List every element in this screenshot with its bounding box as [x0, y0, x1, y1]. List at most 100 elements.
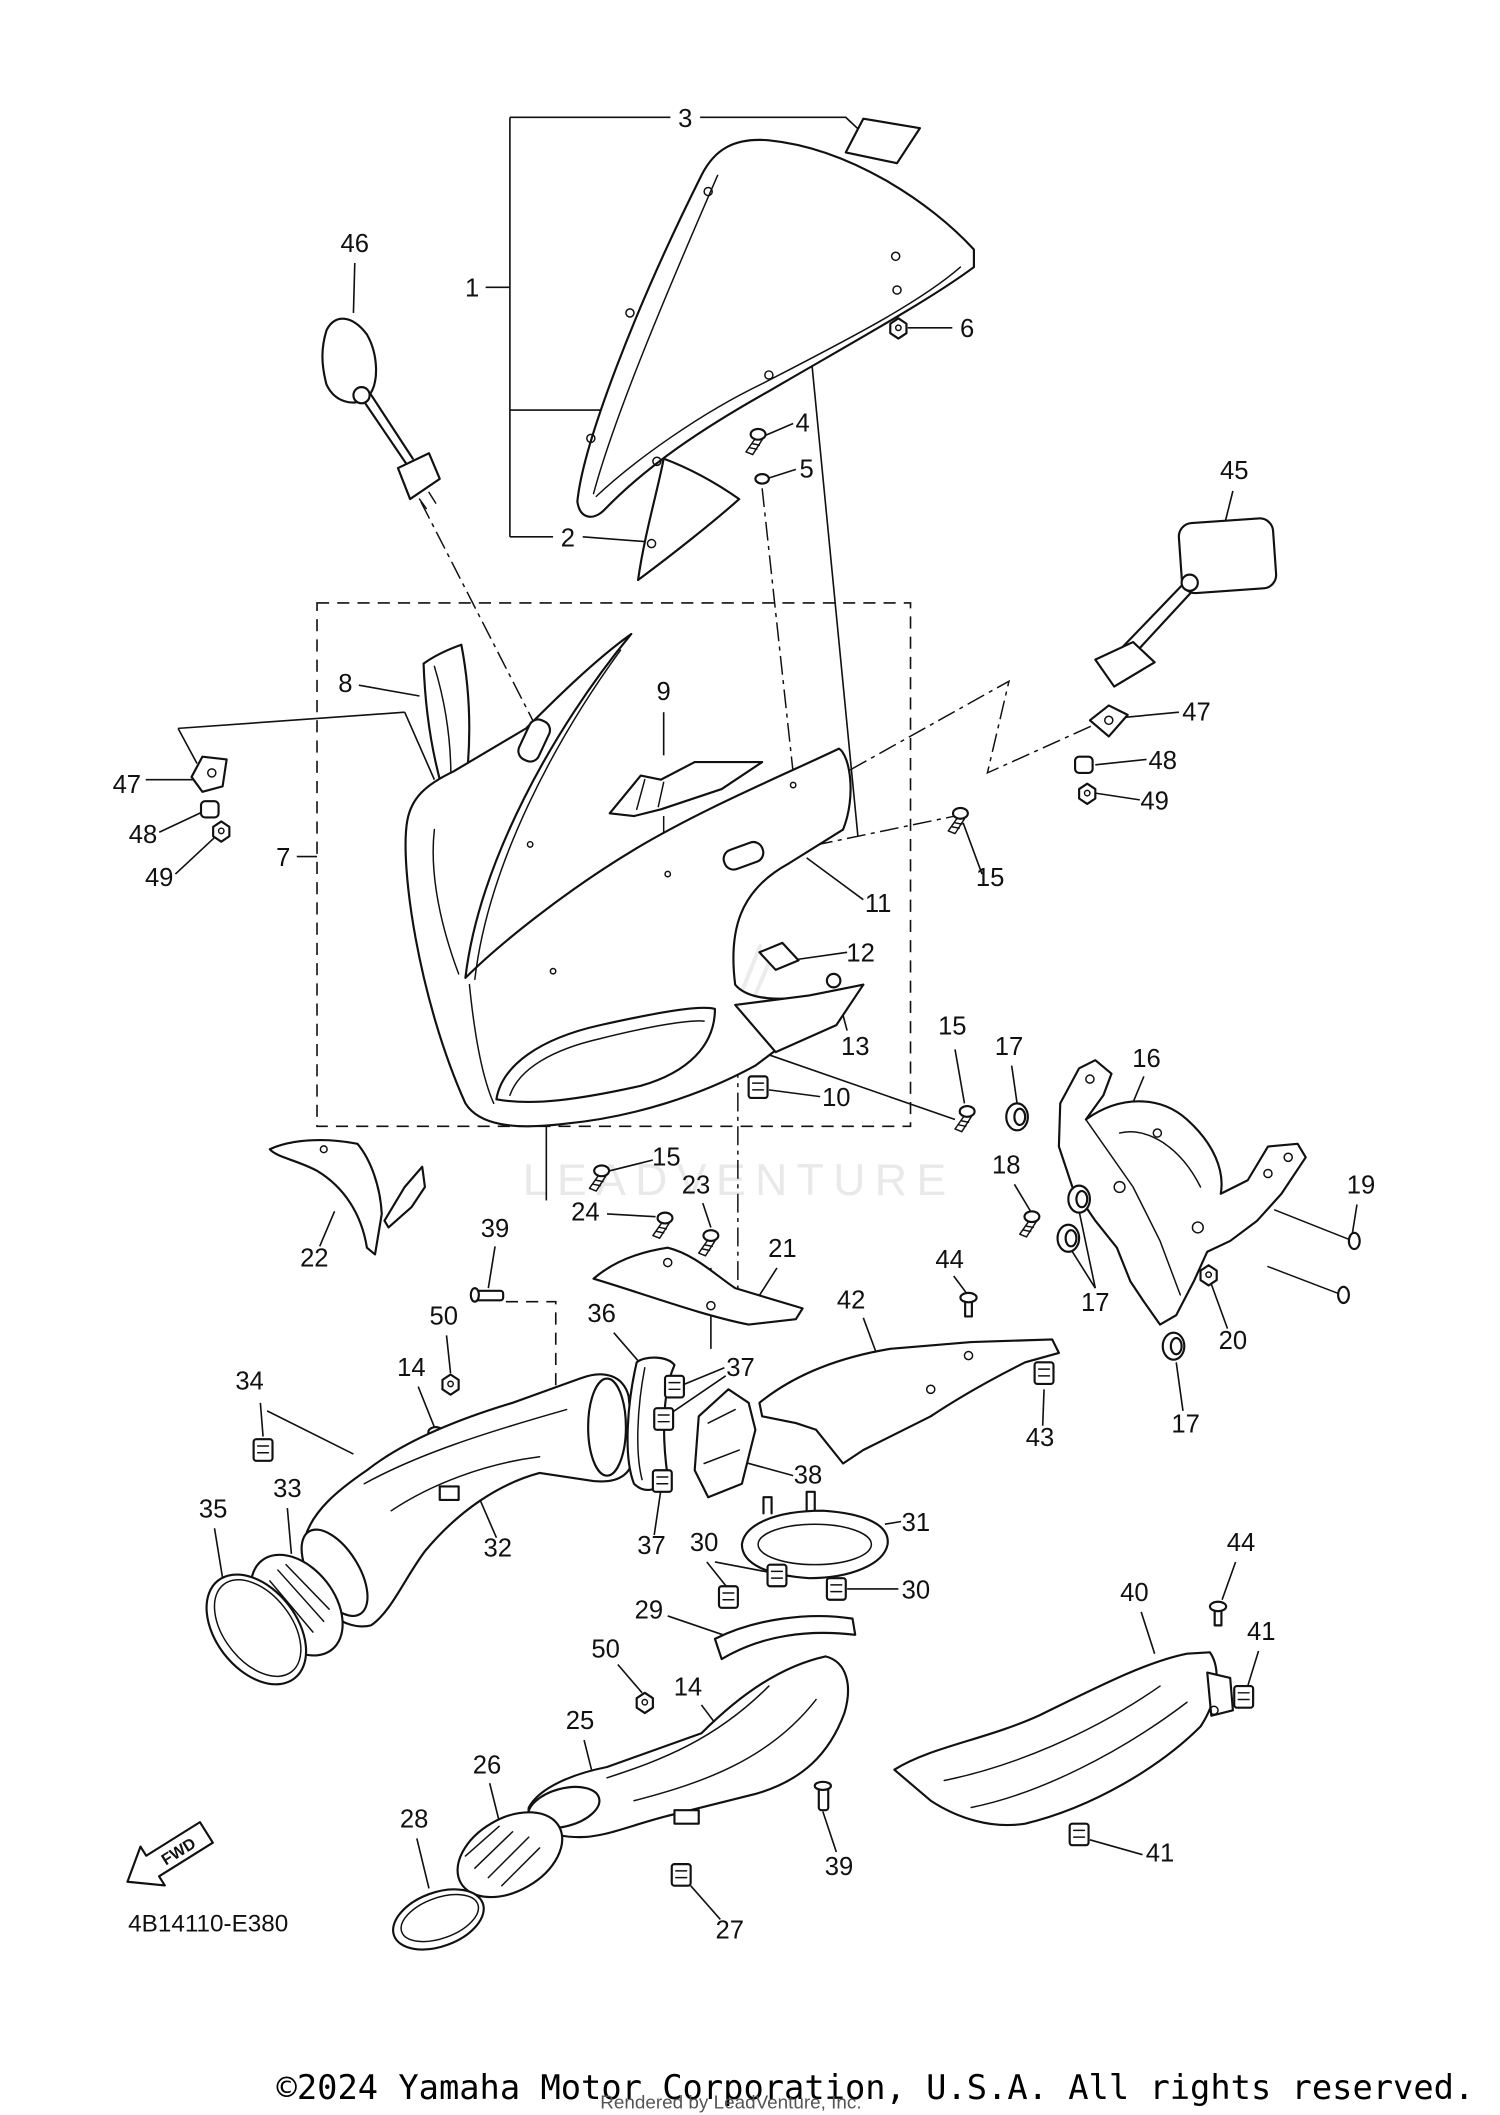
bolt-39-lower	[813, 1780, 833, 1812]
callout-36: 36	[587, 1300, 616, 1328]
callout-7: 7	[276, 844, 290, 872]
callout-24: 24	[571, 1199, 600, 1227]
callout-30: 30	[902, 1576, 931, 1604]
callout-17: 17	[1171, 1410, 1200, 1438]
clip-37-c	[651, 1469, 673, 1493]
mirror-left	[321, 317, 441, 510]
bracket-38	[693, 1388, 757, 1499]
intake-grille-26	[456, 1811, 564, 1899]
bracket-9	[608, 761, 764, 818]
mirror-mount-right	[1073, 704, 1129, 805]
callout-21: 21	[768, 1235, 797, 1263]
callout-16: 16	[1132, 1045, 1161, 1073]
callout-28: 28	[400, 1806, 429, 1834]
lower-panel-40	[893, 1651, 1234, 1827]
rendered-by-text: Rendered by LeadVenture, Inc.	[600, 2092, 861, 2113]
callout-9: 9	[657, 678, 671, 706]
cowl-stay-16	[1057, 1059, 1307, 1326]
callout-48: 48	[1148, 747, 1177, 775]
windshield-inner-panel	[636, 457, 741, 582]
callout-13: 13	[841, 1033, 870, 1061]
grommet-17-a	[1005, 1102, 1029, 1132]
callout-17: 17	[995, 1033, 1024, 1061]
callout-14: 14	[674, 1674, 702, 1702]
callout-41: 41	[1247, 1618, 1276, 1646]
grommet-17-d	[1161, 1331, 1186, 1361]
callout-18: 18	[992, 1152, 1021, 1180]
nut-50-top	[441, 1373, 460, 1396]
callout-14: 14	[397, 1354, 426, 1382]
callout-19: 19	[1347, 1172, 1376, 1200]
callout-33: 33	[273, 1475, 302, 1503]
callout-46: 46	[341, 230, 370, 258]
rivet-44-top	[959, 1291, 978, 1318]
callout-39: 39	[825, 1853, 854, 1881]
callout-15: 15	[652, 1143, 681, 1171]
seal-28	[392, 1888, 485, 1951]
callout-35: 35	[199, 1495, 228, 1523]
clip-34	[252, 1438, 274, 1462]
callout-37: 37	[637, 1532, 666, 1560]
callout-10: 10	[822, 1084, 851, 1112]
callout-8: 8	[338, 670, 352, 698]
inner-panel-42	[758, 1338, 1060, 1465]
clip-30-a	[717, 1585, 739, 1609]
mirror-mount-left	[190, 755, 231, 843]
clip-12	[758, 941, 800, 971]
callout-6: 6	[960, 315, 974, 343]
seal-35	[205, 1573, 308, 1686]
callout-49: 49	[1140, 787, 1169, 815]
callout-labels: 3 1 2 46 6 4 5 45 47 48 49 47 48 49 8 7 …	[113, 105, 1376, 1945]
clip-37-b	[653, 1407, 675, 1431]
callout-15: 15	[976, 864, 1005, 892]
callout-12: 12	[846, 940, 875, 968]
clip-27	[670, 1863, 692, 1887]
callout-48: 48	[129, 821, 158, 849]
forward-arrow-icon: FWD	[126, 1821, 214, 1887]
callout-40: 40	[1120, 1579, 1149, 1607]
callout-17: 17	[1081, 1289, 1110, 1317]
bolt-39-top	[469, 1287, 505, 1303]
callout-22: 22	[300, 1245, 329, 1273]
callout-44: 44	[935, 1246, 964, 1274]
callout-42: 42	[837, 1286, 866, 1314]
windshield	[576, 138, 975, 518]
screw-4	[744, 427, 767, 456]
air-duct-32	[300, 1373, 636, 1628]
clip-41-a	[1233, 1684, 1255, 1709]
callout-43: 43	[1026, 1424, 1055, 1452]
grommet-17-b	[1067, 1184, 1091, 1214]
bolts-19	[1267, 1209, 1361, 1305]
callout-4: 4	[795, 410, 809, 438]
callout-34: 34	[235, 1367, 263, 1395]
ring-31	[740, 1490, 889, 1580]
callout-49: 49	[145, 864, 173, 892]
callout-1: 1	[465, 275, 479, 303]
clip-41-b	[1068, 1822, 1090, 1847]
callout-44: 44	[1227, 1529, 1256, 1557]
mirror-right	[1094, 517, 1278, 688]
seal-strip-29	[713, 1615, 857, 1661]
callout-23: 23	[682, 1172, 711, 1200]
callout-26: 26	[473, 1752, 502, 1780]
duct-piece-22	[268, 1139, 427, 1256]
callout-25: 25	[566, 1707, 595, 1735]
grommet-17-c	[1056, 1223, 1081, 1253]
callout-30: 30	[690, 1529, 718, 1557]
callout-32: 32	[484, 1535, 513, 1563]
callout-15: 15	[938, 1013, 967, 1041]
screw-18	[1018, 1210, 1041, 1238]
callout-50: 50	[430, 1303, 459, 1331]
sticker	[844, 117, 922, 165]
callout-3: 3	[678, 105, 692, 133]
diagram-code: 4B14110-E380	[128, 1911, 288, 1938]
callout-31: 31	[902, 1509, 931, 1537]
front-cowl	[404, 632, 865, 1128]
clip-30-c	[825, 1577, 847, 1601]
callout-38: 38	[794, 1462, 823, 1490]
callout-27: 27	[716, 1916, 745, 1944]
clip-43	[1033, 1361, 1055, 1386]
screw-23	[697, 1229, 720, 1257]
callout-2: 2	[561, 524, 575, 552]
